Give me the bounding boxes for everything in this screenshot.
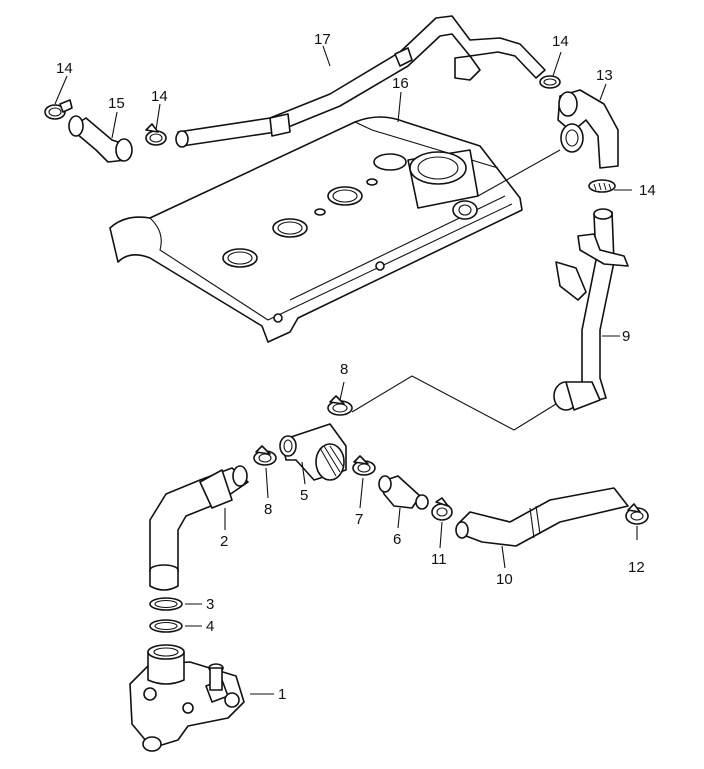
hose-clamp-7 xyxy=(352,455,376,476)
callout-16: 16 xyxy=(392,75,409,92)
hose-10 xyxy=(455,487,629,547)
callout-10: 10 xyxy=(496,571,513,588)
hose-clamp-8-left xyxy=(253,445,277,466)
t-piece-5 xyxy=(279,423,347,481)
callout-3: 3 xyxy=(206,596,214,613)
leader-lines xyxy=(54,45,638,695)
callout-14-top-left: 14 xyxy=(56,60,73,77)
callout-2: 2 xyxy=(220,533,228,550)
housing-1 xyxy=(129,644,245,752)
callout-7: 7 xyxy=(355,511,363,528)
callout-13: 13 xyxy=(596,67,613,84)
elbow-hose-15 xyxy=(68,115,133,163)
hose-clamp-14-right xyxy=(588,179,616,193)
hose-clamp-12 xyxy=(625,503,649,525)
callout-9: 9 xyxy=(622,328,630,345)
callout-8-lower: 8 xyxy=(264,501,272,518)
cylinder-head-cover xyxy=(109,116,523,343)
connection-dashed-line xyxy=(351,375,557,431)
ventilation-hose-17 xyxy=(175,15,546,148)
hose-clamp-14-top-right xyxy=(539,75,561,89)
o-ring-4 xyxy=(149,619,183,633)
callout-15: 15 xyxy=(108,95,125,112)
callout-17: 17 xyxy=(314,31,331,48)
callout-11: 11 xyxy=(431,551,447,568)
hose-clamp-14-mid xyxy=(145,123,167,146)
hose-clamp-11 xyxy=(431,497,453,521)
callout-12: 12 xyxy=(628,559,645,576)
callout-5: 5 xyxy=(300,487,308,504)
callout-1: 1 xyxy=(278,686,286,703)
hose-2 xyxy=(149,465,249,591)
hose-clamp-14-left xyxy=(44,99,73,120)
valve-6 xyxy=(378,475,429,510)
callout-14-top-mid: 14 xyxy=(151,88,168,105)
callout-4: 4 xyxy=(206,618,214,635)
ventilation-pipe-9 xyxy=(553,208,629,411)
callout-8-upper: 8 xyxy=(340,361,348,378)
elbow-connector-13 xyxy=(557,89,619,169)
callout-6: 6 xyxy=(393,531,401,548)
callout-14-right: 14 xyxy=(639,182,656,199)
o-ring-3 xyxy=(149,597,183,611)
leader-line-16-cover xyxy=(477,149,561,197)
callout-14-top-right: 14 xyxy=(552,33,569,50)
